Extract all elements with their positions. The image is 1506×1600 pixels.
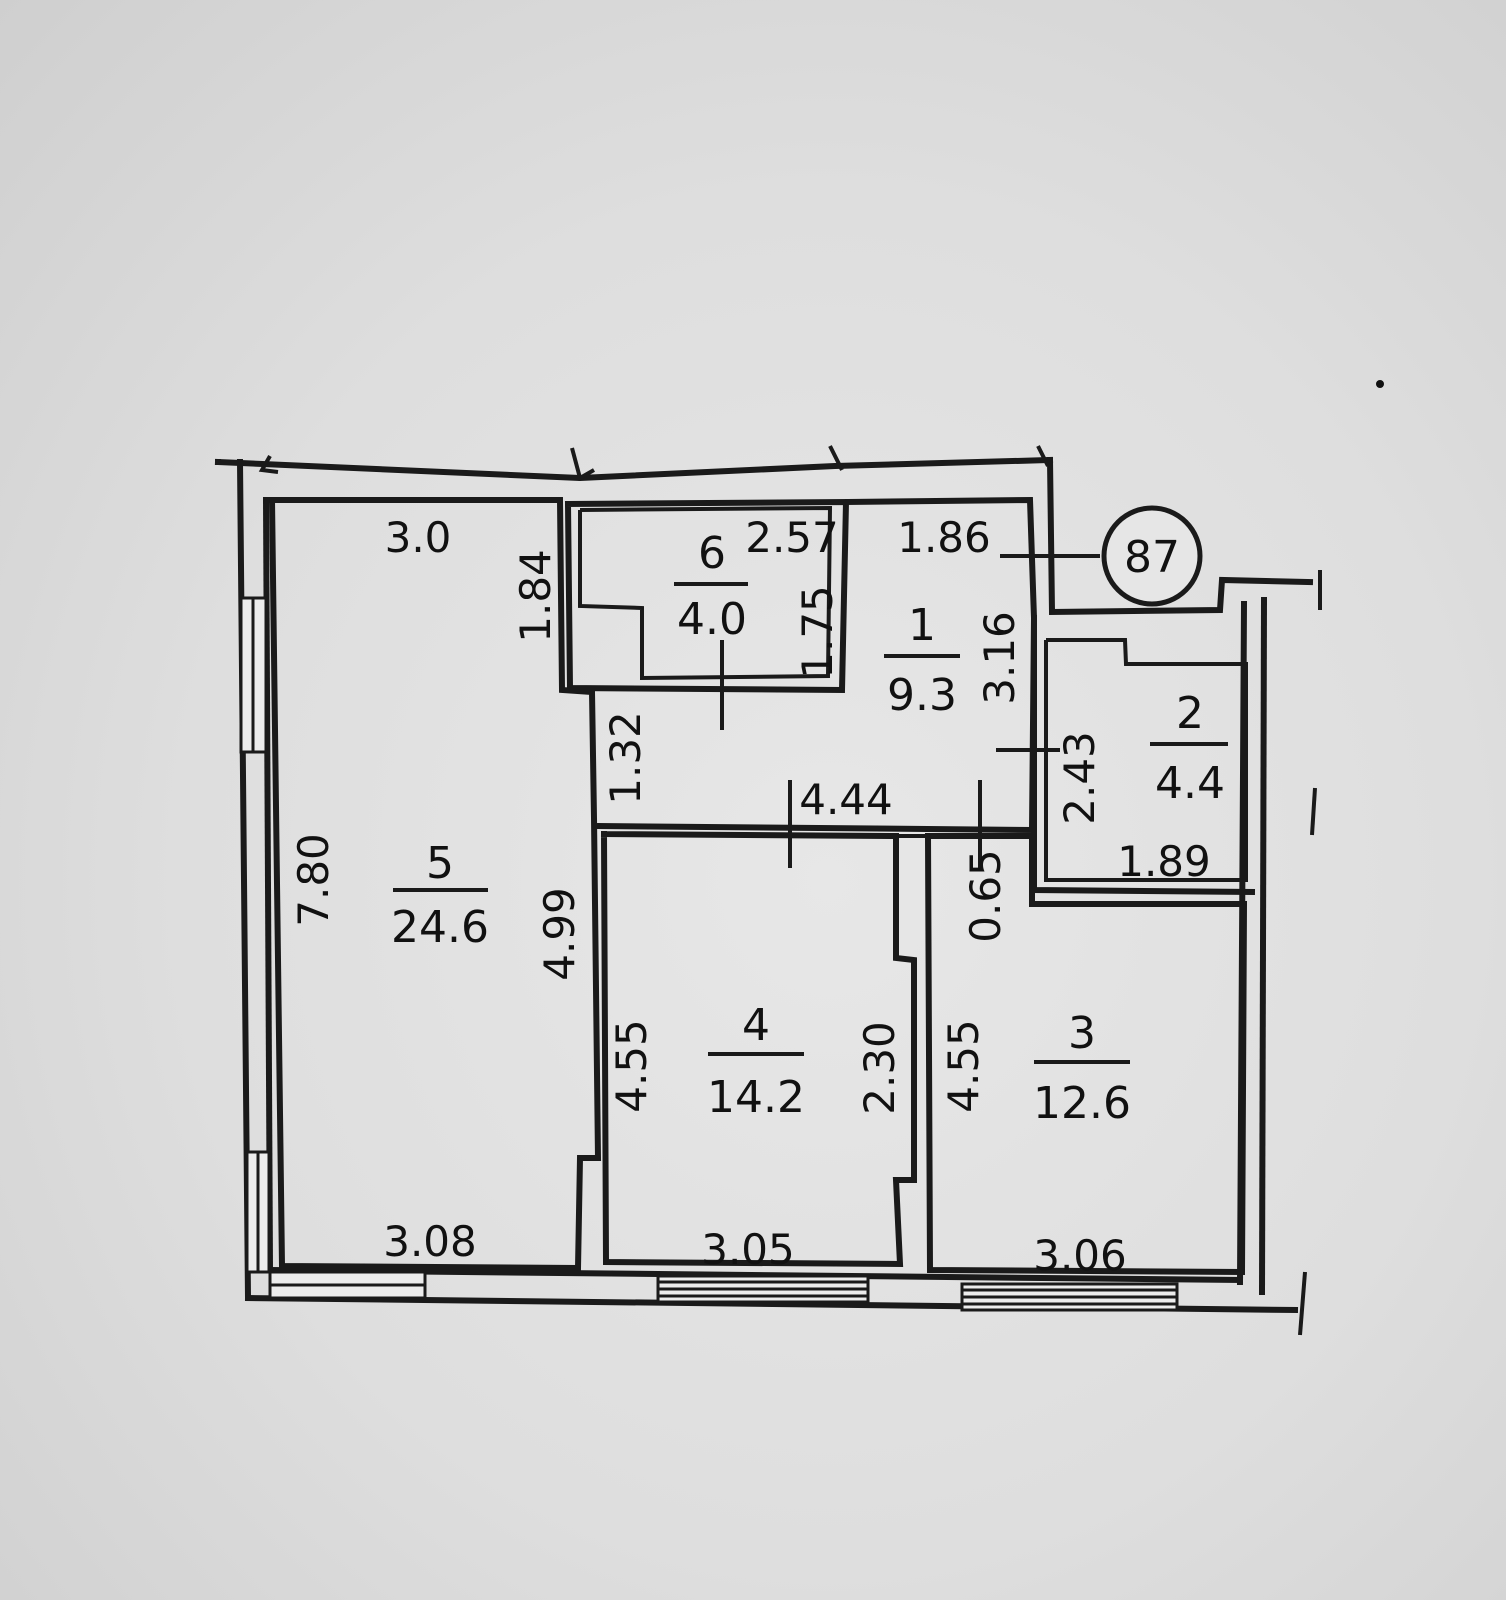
dim-room6-top: 2.57	[745, 513, 839, 562]
dim-hall-bottom: 4.44	[799, 775, 893, 824]
dim-room3-bottom: 3.06	[1033, 1231, 1127, 1280]
dim-room5-right: 4.99	[535, 887, 584, 981]
mark-dot	[1376, 380, 1384, 388]
room-6-number: 6	[698, 528, 726, 579]
dim-room4-right: 2.30	[855, 1021, 904, 1115]
apartment-number-badge: 87	[1101, 505, 1203, 607]
room-5-area: 24.6	[391, 902, 489, 953]
dim-room2-bottom: 1.89	[1117, 837, 1211, 886]
dim-room2-height: 2.43	[1055, 731, 1104, 825]
windows	[239, 596, 1179, 1312]
room-4-number: 4	[742, 1000, 770, 1051]
dim-room6-height: 1.75	[793, 585, 842, 679]
room-6-area: 4.0	[677, 594, 747, 645]
room-1-number: 1	[908, 600, 936, 651]
room-3-number: 3	[1068, 1008, 1096, 1059]
dim-room3-left: 4.55	[939, 1019, 988, 1113]
dim-room3-step: 0.65	[961, 849, 1010, 943]
dim-room5-left: 7.80	[289, 833, 338, 927]
room-2-number: 2	[1176, 688, 1204, 739]
dim-room5-closet: 1.84	[511, 549, 560, 643]
inner-walls	[268, 496, 1256, 1276]
apartment-number: 87	[1124, 532, 1180, 583]
dim-room5-top: 3.0	[385, 513, 452, 562]
room-4-area: 14.2	[707, 1072, 805, 1123]
dim-hall-left: 1.32	[601, 711, 650, 805]
dim-room4-bottom: 3.05	[701, 1225, 795, 1274]
dim-hall-right: 3.16	[975, 611, 1024, 705]
dim-room4-left: 4.55	[607, 1019, 656, 1113]
dim-room5-bottom: 3.08	[383, 1217, 477, 1266]
dim-hall-top: 1.86	[897, 513, 991, 562]
dimension-labels: 3.0 1.84 7.80 4.99 3.08 2.57 1.75 1.86 3…	[289, 513, 1211, 1280]
room-5-number: 5	[426, 838, 454, 889]
room-2-area: 4.4	[1155, 758, 1225, 809]
room-labels: 5 24.6 6 4.0 1 9.3 2 4.4 4 14.2 3 12.6	[391, 528, 1228, 1129]
room-1-area: 9.3	[887, 670, 957, 721]
room-3-area: 12.6	[1033, 1078, 1131, 1129]
